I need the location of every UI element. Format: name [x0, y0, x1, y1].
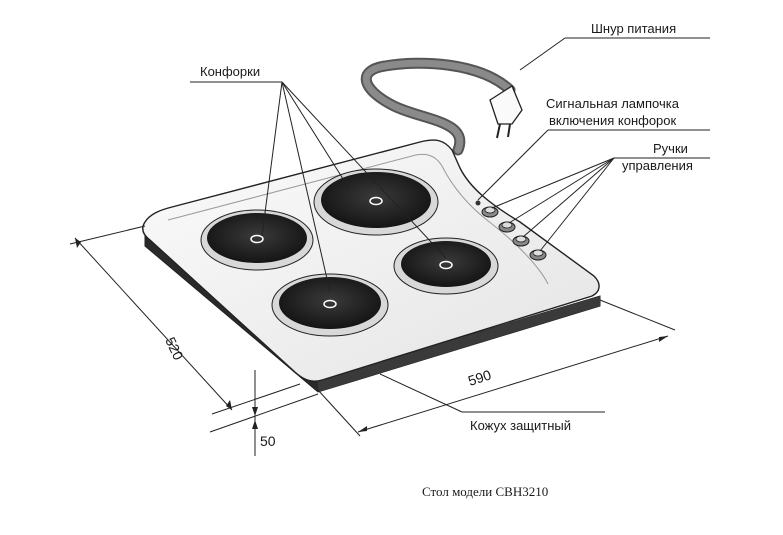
- signal-lamp-leader: [477, 129, 710, 201]
- power-cord-label: Шнур питания: [591, 21, 676, 36]
- dimension-height: [209, 370, 319, 456]
- signal-lamp-icon: [475, 200, 481, 206]
- knobs-label-line2: управления: [622, 158, 693, 173]
- casing-label: Кожух защитный: [470, 418, 571, 433]
- burner-front-right: [393, 237, 499, 295]
- dimension-depth: [69, 225, 301, 415]
- plug-icon: [489, 85, 523, 139]
- dimension-depth-label: 520: [162, 335, 186, 363]
- knob-icon: [529, 249, 547, 261]
- burner-front-left: [271, 273, 389, 337]
- control-knobs: [481, 206, 547, 261]
- knobs-label-line1: Ручки: [653, 141, 688, 156]
- knob-icon: [498, 221, 516, 233]
- knob-icon: [512, 235, 530, 247]
- dimension-width: [317, 299, 676, 437]
- power-cord-leader: [519, 37, 710, 71]
- knob-icon: [481, 206, 499, 218]
- burner-back-left: [200, 209, 314, 271]
- casing-leader: [379, 373, 605, 413]
- burners-label: Конфорки: [200, 64, 260, 79]
- burners-leaders: [190, 81, 447, 293]
- burner-back-right: [313, 168, 439, 236]
- knobs-leaders: [491, 157, 710, 252]
- dimension-height-label: 50: [260, 433, 276, 449]
- signal-lamp-label-line1: Сигнальная лампочка: [546, 96, 680, 111]
- signal-lamp-label-line2: включения конфорок: [549, 113, 677, 128]
- hob-body: [142, 139, 601, 393]
- power-cord: [360, 57, 523, 156]
- figure-caption: Стол модели СВН3210: [422, 484, 548, 499]
- dimension-width-label: 590: [466, 366, 493, 389]
